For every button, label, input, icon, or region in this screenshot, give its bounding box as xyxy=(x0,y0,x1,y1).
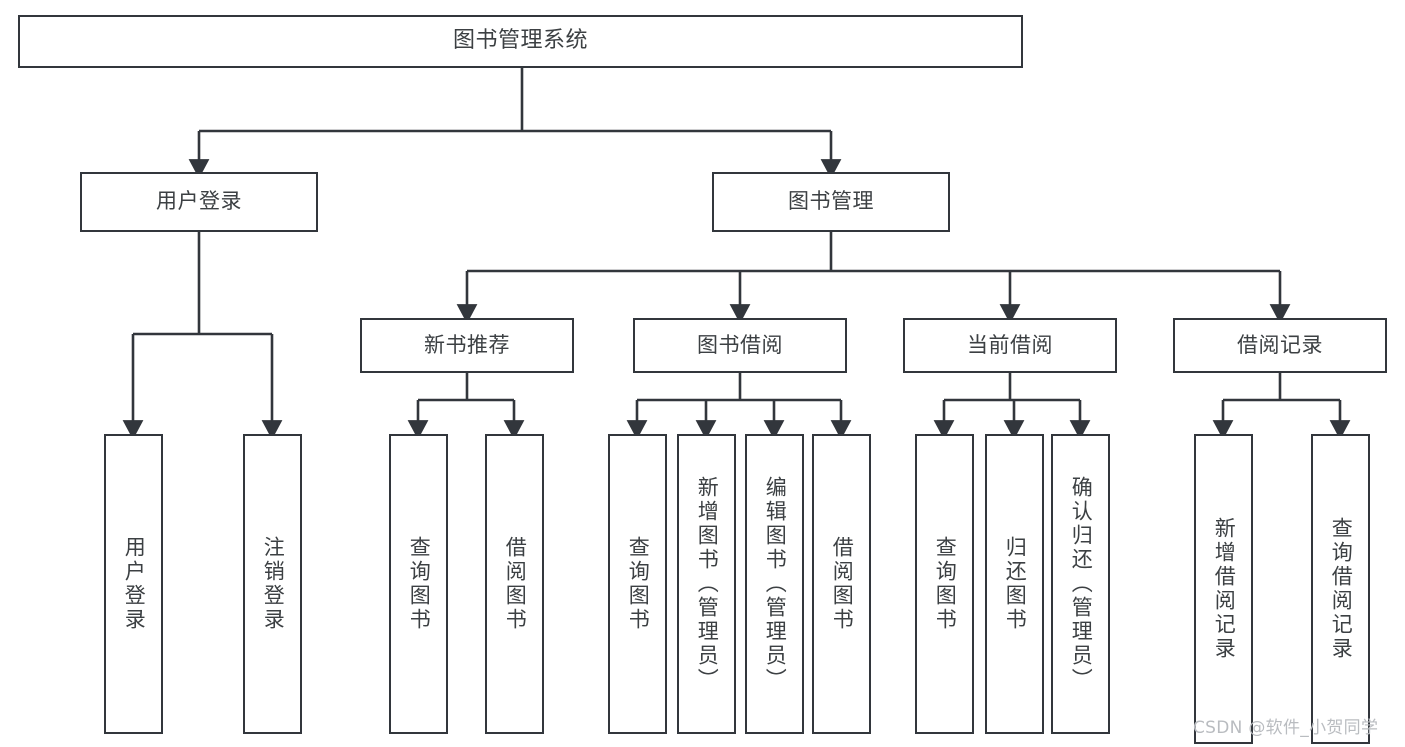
node-label: 查询图书 xyxy=(407,536,432,632)
node-user-login[interactable]: 用户登录 xyxy=(80,172,318,232)
node-new-book-recommendation[interactable]: 新书推荐 xyxy=(360,318,574,373)
node-label: 确认归还（管理员） xyxy=(1069,476,1094,692)
node-current-borrowing[interactable]: 当前借阅 xyxy=(903,318,1117,373)
node-label: 注销登录 xyxy=(261,536,286,632)
node-label: 图书借阅 xyxy=(697,332,783,357)
node-leaf-add-borrow-record[interactable]: 新增借阅记录 xyxy=(1194,434,1253,744)
node-leaf-return-book[interactable]: 归还图书 xyxy=(985,434,1044,734)
node-leaf-query-borrow-record[interactable]: 查询借阅记录 xyxy=(1311,434,1370,744)
node-label: 当前借阅 xyxy=(967,332,1053,357)
node-label: 新增借阅记录 xyxy=(1212,517,1237,661)
node-label: 归还图书 xyxy=(1003,536,1028,632)
node-label: 图书管理 xyxy=(788,189,874,214)
node-label: 借阅图书 xyxy=(503,536,528,632)
csdn-watermark: CSDN @软件_小贺同学 xyxy=(1193,718,1379,738)
node-label: 查询图书 xyxy=(933,536,958,632)
node-leaf-query-book-3[interactable]: 查询图书 xyxy=(915,434,974,734)
node-label: 用户登录 xyxy=(156,189,242,214)
node-leaf-query-book-2[interactable]: 查询图书 xyxy=(608,434,667,734)
node-label: 新书推荐 xyxy=(424,332,510,357)
node-label: 查询图书 xyxy=(626,536,651,632)
node-label: 图书管理系统 xyxy=(452,28,588,54)
node-label: 查询借阅记录 xyxy=(1329,517,1354,661)
node-label: 借阅记录 xyxy=(1237,332,1323,357)
node-borrow-records[interactable]: 借阅记录 xyxy=(1173,318,1387,373)
node-label: 新增图书（管理员） xyxy=(695,476,720,692)
node-leaf-borrow-book-1[interactable]: 借阅图书 xyxy=(485,434,544,734)
node-book-borrowing[interactable]: 图书借阅 xyxy=(633,318,847,373)
node-label: 借阅图书 xyxy=(830,536,855,632)
node-leaf-user-login[interactable]: 用户登录 xyxy=(104,434,163,734)
node-leaf-query-book-1[interactable]: 查询图书 xyxy=(389,434,448,734)
node-label: 用户登录 xyxy=(122,536,147,632)
node-leaf-borrow-book-2[interactable]: 借阅图书 xyxy=(812,434,871,734)
node-root-library-system[interactable]: 图书管理系统 xyxy=(18,15,1023,68)
node-label: 编辑图书（管理员） xyxy=(763,476,788,692)
node-leaf-logout[interactable]: 注销登录 xyxy=(243,434,302,734)
node-book-management[interactable]: 图书管理 xyxy=(712,172,950,232)
node-leaf-add-book-admin[interactable]: 新增图书（管理员） xyxy=(677,434,736,734)
node-leaf-confirm-return-admin[interactable]: 确认归还（管理员） xyxy=(1051,434,1110,734)
node-leaf-edit-book-admin[interactable]: 编辑图书（管理员） xyxy=(745,434,804,734)
